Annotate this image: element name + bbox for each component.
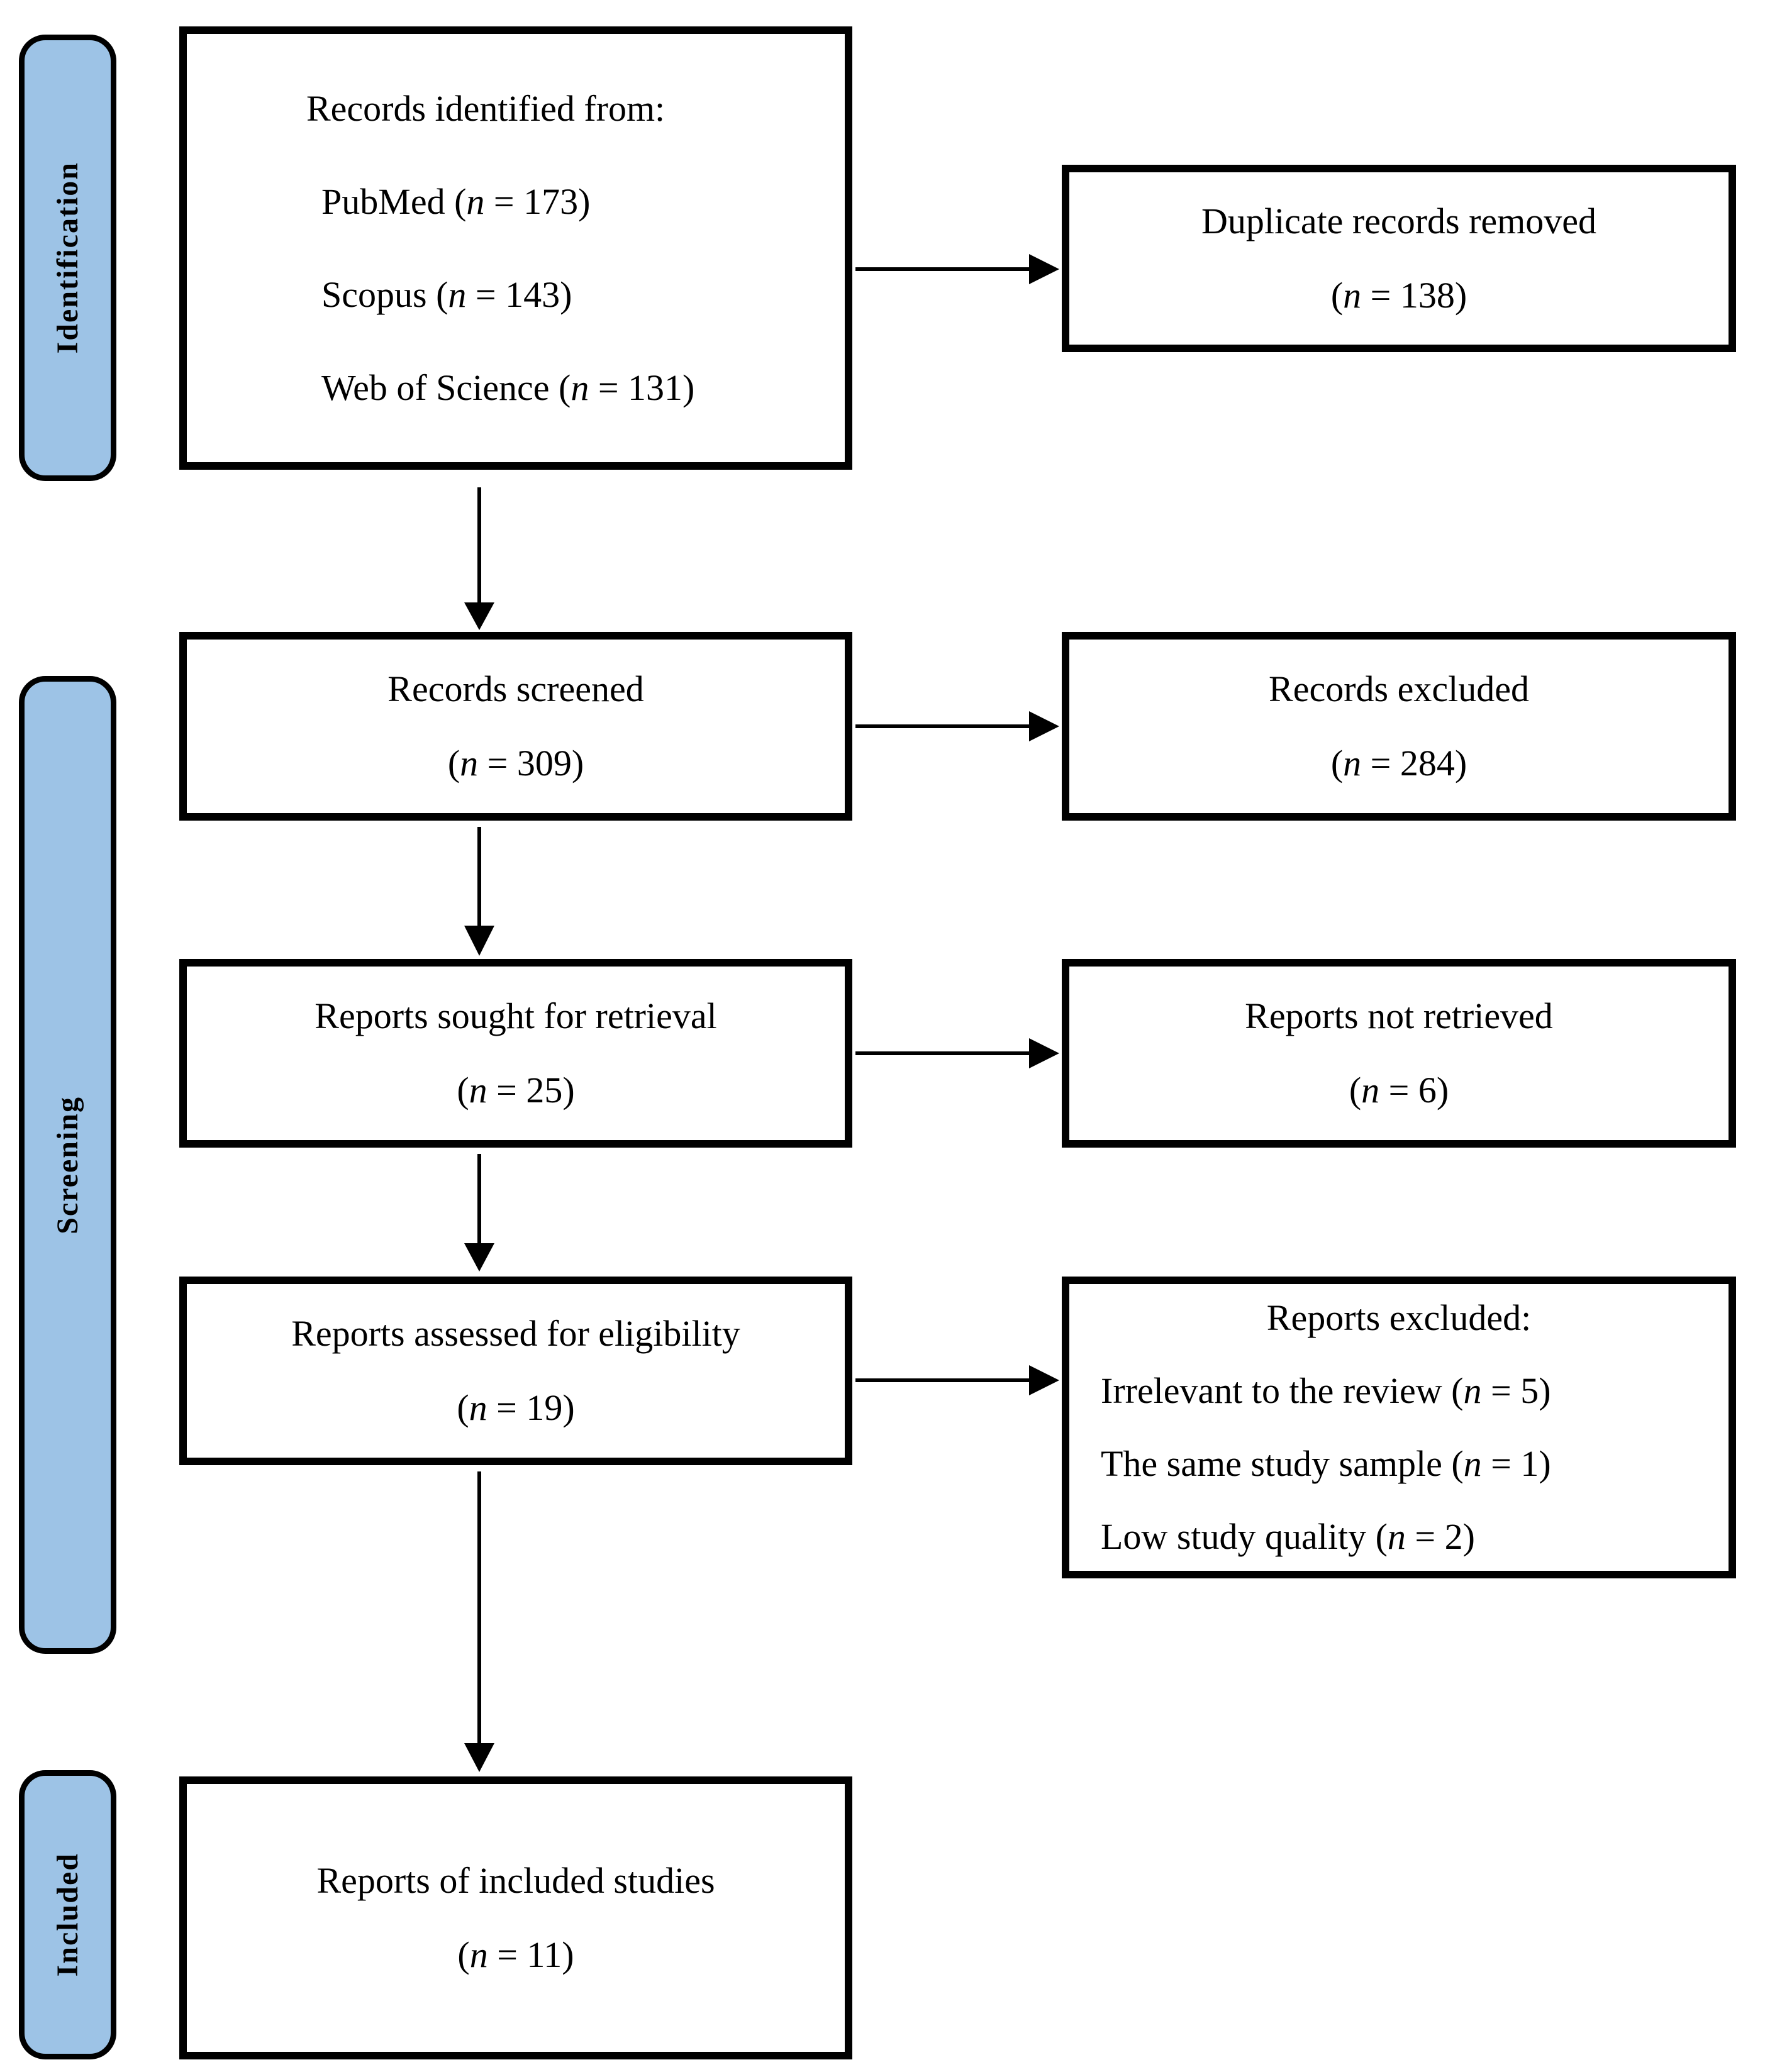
box-records-identified: Records identified from: PubMed (n = 173… [179,26,852,470]
stage-bar-identification: Identification [19,35,116,481]
stage-bar-screening: Screening [19,676,116,1654]
records-excluded-count: (n = 284) [1330,743,1467,784]
arrow-assessed-to-included [464,1471,494,1772]
records-identified-scopus: Scopus (n = 143) [321,274,572,315]
records-identified-pubmed: PubMed (n = 173) [321,180,591,222]
arrow-identified-to-screened [464,487,494,630]
reports-excluded-reason-low-quality: Low study quality (n = 2) [1101,1516,1475,1557]
records-excluded-label: Records excluded [1269,668,1529,709]
reports-excluded-reason-same-sample: The same study sample (n = 1) [1101,1443,1551,1484]
records-identified-heading: Records identified from: [306,87,665,129]
arrow-screened-to-sought [464,827,494,956]
reports-included-label: Reports of included studies [316,1860,715,1901]
duplicates-removed-label: Duplicate records removed [1201,201,1597,241]
arrow-sought-to-assessed [464,1154,494,1271]
reports-not-retrieved-count: (n = 6) [1349,1070,1449,1111]
reports-assessed-count: (n = 19) [457,1387,575,1428]
reports-excluded-reason-irrelevant: Irrelevant to the review (n = 5) [1101,1370,1551,1411]
records-screened-count: (n = 309) [447,743,584,784]
stage-bar-included: Included [19,1770,116,2059]
box-reports-sought: Reports sought for retrieval (n = 25) [179,959,852,1148]
arrow-assessed-to-reports-excluded [855,1365,1059,1395]
box-records-excluded: Records excluded (n = 284) [1062,632,1736,821]
reports-sought-label: Reports sought for retrieval [315,995,717,1036]
arrow-sought-to-not-retrieved [855,1038,1059,1068]
reports-assessed-label: Reports assessed for eligibility [291,1313,740,1354]
box-duplicates-removed: Duplicate records removed (n = 138) [1062,165,1736,352]
box-records-screened: Records screened (n = 309) [179,632,852,821]
reports-included-count: (n = 11) [457,1934,574,1975]
box-reports-excluded: Reports excluded: Irrelevant to the revi… [1062,1277,1736,1578]
box-reports-assessed: Reports assessed for eligibility (n = 19… [179,1277,852,1465]
reports-excluded-heading: Reports excluded: [1266,1297,1532,1338]
records-identified-wos: Web of Science (n = 131) [321,367,695,408]
duplicates-removed-count: (n = 138) [1330,275,1467,316]
reports-not-retrieved-label: Reports not retrieved [1245,995,1553,1036]
arrow-screened-to-excluded [855,711,1059,741]
box-reports-not-retrieved: Reports not retrieved (n = 6) [1062,959,1736,1148]
records-screened-label: Records screened [387,668,644,709]
reports-sought-count: (n = 25) [457,1070,575,1111]
arrow-identified-to-duplicates [855,254,1059,284]
box-reports-included: Reports of included studies (n = 11) [179,1776,852,2059]
